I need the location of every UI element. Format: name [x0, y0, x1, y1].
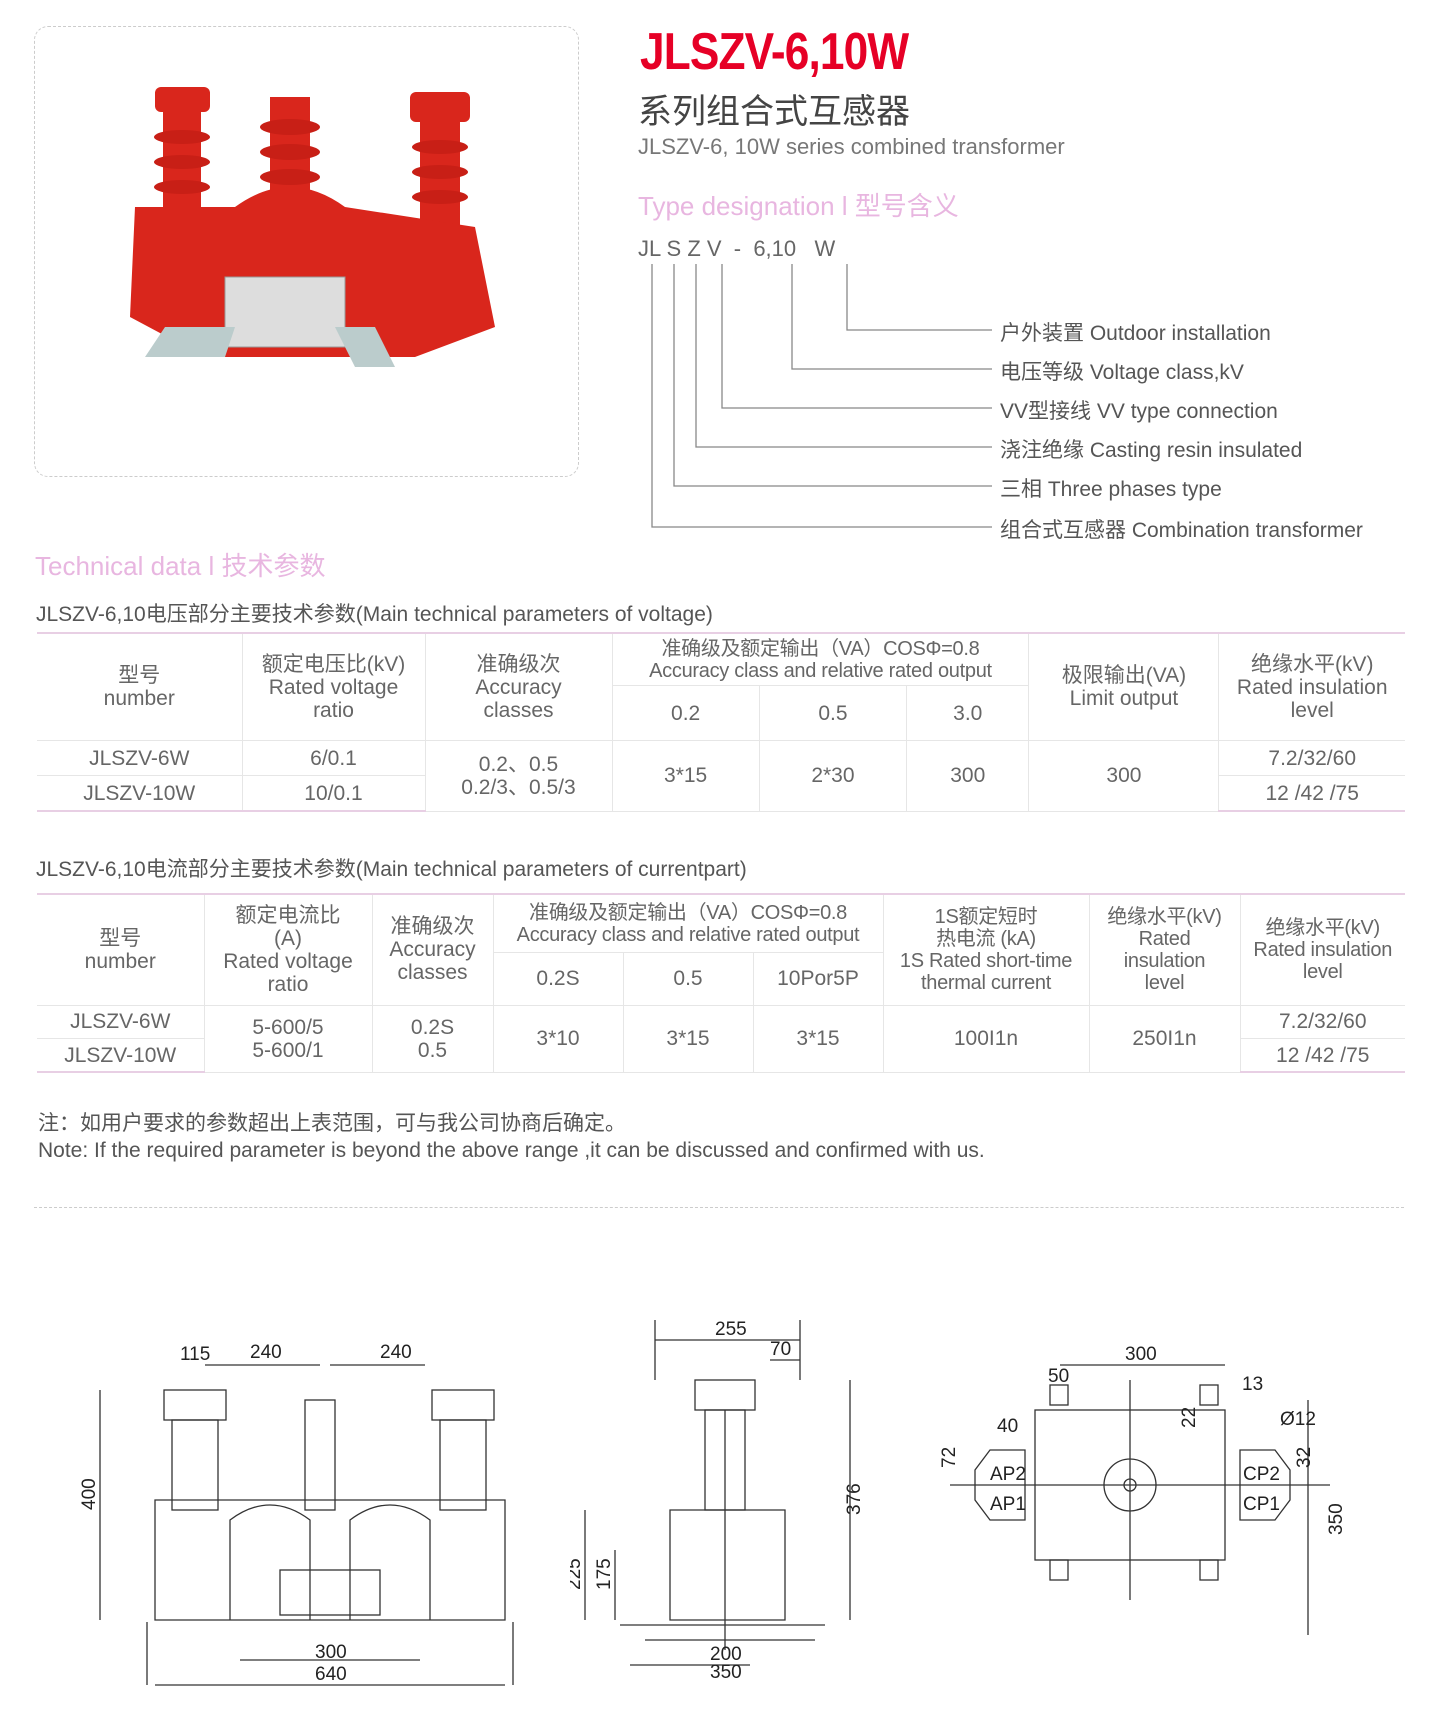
cell-ratio: 10/0.1	[241, 775, 426, 813]
cell-accuracy: 0.2、0.5 0.2/3、0.5/3	[424, 740, 613, 812]
th-output: 准确级及额定输出（VA）COSΦ=0.8 Accuracy class and …	[492, 893, 884, 954]
th-sub: 0.5	[622, 952, 754, 1006]
cell-output: 3*15	[752, 1004, 884, 1073]
cell-accuracy: 0.2S 0.5	[371, 1004, 494, 1073]
th-accuracy: 准确级次 Accuracy classes	[424, 632, 613, 742]
cell-output: 2*30	[758, 740, 908, 812]
divider	[34, 1207, 1404, 1208]
th-limit: 极限输出(VA) Limit output	[1028, 632, 1220, 742]
dim-label: 240	[380, 1342, 412, 1363]
note-en: Note: If the required parameter is beyon…	[38, 1139, 985, 1162]
cell-insulation: 12 /42 /75	[1218, 775, 1405, 813]
dim-label: 70	[770, 1339, 791, 1360]
front-view-drawing: 115 240 240 400 300 640	[80, 1342, 514, 1686]
th-accuracy: 准确级次 Accuracy classes	[371, 892, 494, 1006]
dim-label: 115	[180, 1344, 210, 1365]
dim-label: 22	[1179, 1407, 1200, 1428]
dim-label: 50	[1048, 1366, 1069, 1387]
top-view-drawing: 300 50 13 40 22 Ø12 72 32 350 AP2 AP1 CP…	[939, 1344, 1347, 1635]
cell-model: JLSZV-6W	[37, 740, 243, 777]
dim-label: 300	[315, 1642, 347, 1663]
th-insulation: 绝缘水平(kV) Rated insulation level	[1239, 892, 1405, 1006]
cell-output: 300	[906, 740, 1030, 812]
legend-item: 组合式互感器 Combination transformer	[1000, 519, 1363, 542]
current-table: 型号 number 额定电流比 (A) Rated voltage ratio …	[37, 892, 1405, 1074]
cell-model: JLSZV-10W	[37, 775, 243, 813]
dim-label: 13	[1242, 1374, 1263, 1395]
side-view-drawing: 255 70 376 225 175 200 350	[570, 1320, 865, 1683]
dim-label: 225	[570, 1558, 585, 1590]
dim-label: 640	[315, 1664, 347, 1685]
dim-label: 255	[715, 1320, 747, 1340]
dim-label: 175	[594, 1558, 615, 1590]
th-ratio: 额定电压比(kV) Rated voltage ratio	[241, 632, 426, 742]
legend-item: 浇注绝缘 Casting resin insulated	[1000, 439, 1303, 462]
th-sub: 0.2S	[493, 952, 624, 1006]
dim-label: 32	[1294, 1447, 1315, 1468]
designation-leader-lines	[651, 264, 992, 528]
type-designation-heading: Type designation l 型号含义	[638, 191, 959, 221]
dim-label: 300	[1125, 1344, 1157, 1365]
dim-label: 200	[710, 1644, 742, 1665]
cell-model: JLSZV-6W	[37, 1004, 205, 1040]
dim-label: 40	[997, 1416, 1018, 1437]
product-title: JLSZV-6,10W	[640, 23, 909, 81]
legend-item: 电压等级 Voltage class,kV	[1000, 361, 1244, 384]
cell-ratio: 6/0.1	[241, 740, 426, 777]
th-sub: 10Por5P	[752, 952, 883, 1006]
th-output: 准确级及额定输出（VA）COSΦ=0.8 Accuracy class and …	[611, 632, 1030, 687]
cell-output: 3*15	[622, 1004, 754, 1073]
th-dynamic: 绝缘水平(kV) Rated insulation level	[1088, 892, 1241, 1006]
th-thermal: 1S额定短时 热电流 (kA) 1S Rated short-time ther…	[882, 892, 1090, 1006]
cell-insulation: 7.2/32/60	[1239, 1004, 1405, 1040]
cell-limit: 300	[1028, 740, 1220, 812]
cell-thermal: 100I1n	[882, 1004, 1090, 1073]
dim-label: 350	[710, 1662, 742, 1683]
th-insulation: 绝缘水平(kV) Rated insulation level	[1218, 632, 1405, 742]
subtitle-cn: 系列组合式互感器	[638, 93, 910, 131]
legend-item: VV型接线 VV type connection	[1000, 400, 1278, 423]
th-sub: 0.5	[758, 685, 908, 742]
legend-item: 户外装置 Outdoor installation	[1000, 322, 1271, 345]
note-cn: 注：如用户要求的参数超出上表范围，可与我公司协商后确定。	[38, 1112, 626, 1135]
transformer-image	[130, 87, 495, 367]
type-code: JL S Z V - 6,10 W	[638, 236, 836, 261]
subtitle-en: JLSZV-6, 10W series combined transformer	[638, 134, 1065, 159]
th-number: 型号 number	[37, 892, 205, 1006]
th-sub: 3.0	[906, 685, 1029, 742]
cell-insulation: 12 /42 /75	[1239, 1038, 1405, 1074]
dim-label: Ø12	[1280, 1409, 1316, 1430]
cell-dynamic: 250I1n	[1088, 1004, 1241, 1073]
cell-insulation: 7.2/32/60	[1218, 740, 1405, 777]
dim-label: 72	[939, 1447, 960, 1468]
th-sub: 0.2	[612, 685, 760, 742]
cell-output: 3*10	[492, 1004, 624, 1073]
dim-label: 400	[80, 1478, 100, 1510]
voltage-table: 型号 number 额定电压比(kV) Rated voltage ratio …	[37, 632, 1405, 813]
terminal-label: AP2	[990, 1464, 1026, 1485]
current-table-title: JLSZV-6,10电流部分主要技术参数(Main technical para…	[36, 858, 747, 881]
dim-label: 376	[844, 1483, 865, 1515]
cell-output: 3*15	[611, 740, 760, 812]
dim-label: 240	[250, 1342, 282, 1363]
dim-label: 350	[1326, 1503, 1347, 1535]
terminal-label: AP1	[990, 1494, 1026, 1515]
legend-item: 三相 Three phases type	[1000, 478, 1222, 501]
cell-ratio: 5-600/5 5-600/1	[203, 1004, 373, 1073]
th-number: 型号 number	[37, 632, 243, 742]
voltage-table-title: JLSZV-6,10电压部分主要技术参数(Main technical para…	[36, 603, 713, 626]
cell-model: JLSZV-10W	[37, 1038, 205, 1074]
terminal-label: CP2	[1243, 1464, 1280, 1485]
product-photo	[34, 26, 579, 477]
technical-data-heading: Technical data l 技术参数	[35, 551, 326, 581]
terminal-label: CP1	[1243, 1494, 1280, 1515]
th-ratio: 额定电流比 (A) Rated voltage ratio	[203, 892, 373, 1006]
